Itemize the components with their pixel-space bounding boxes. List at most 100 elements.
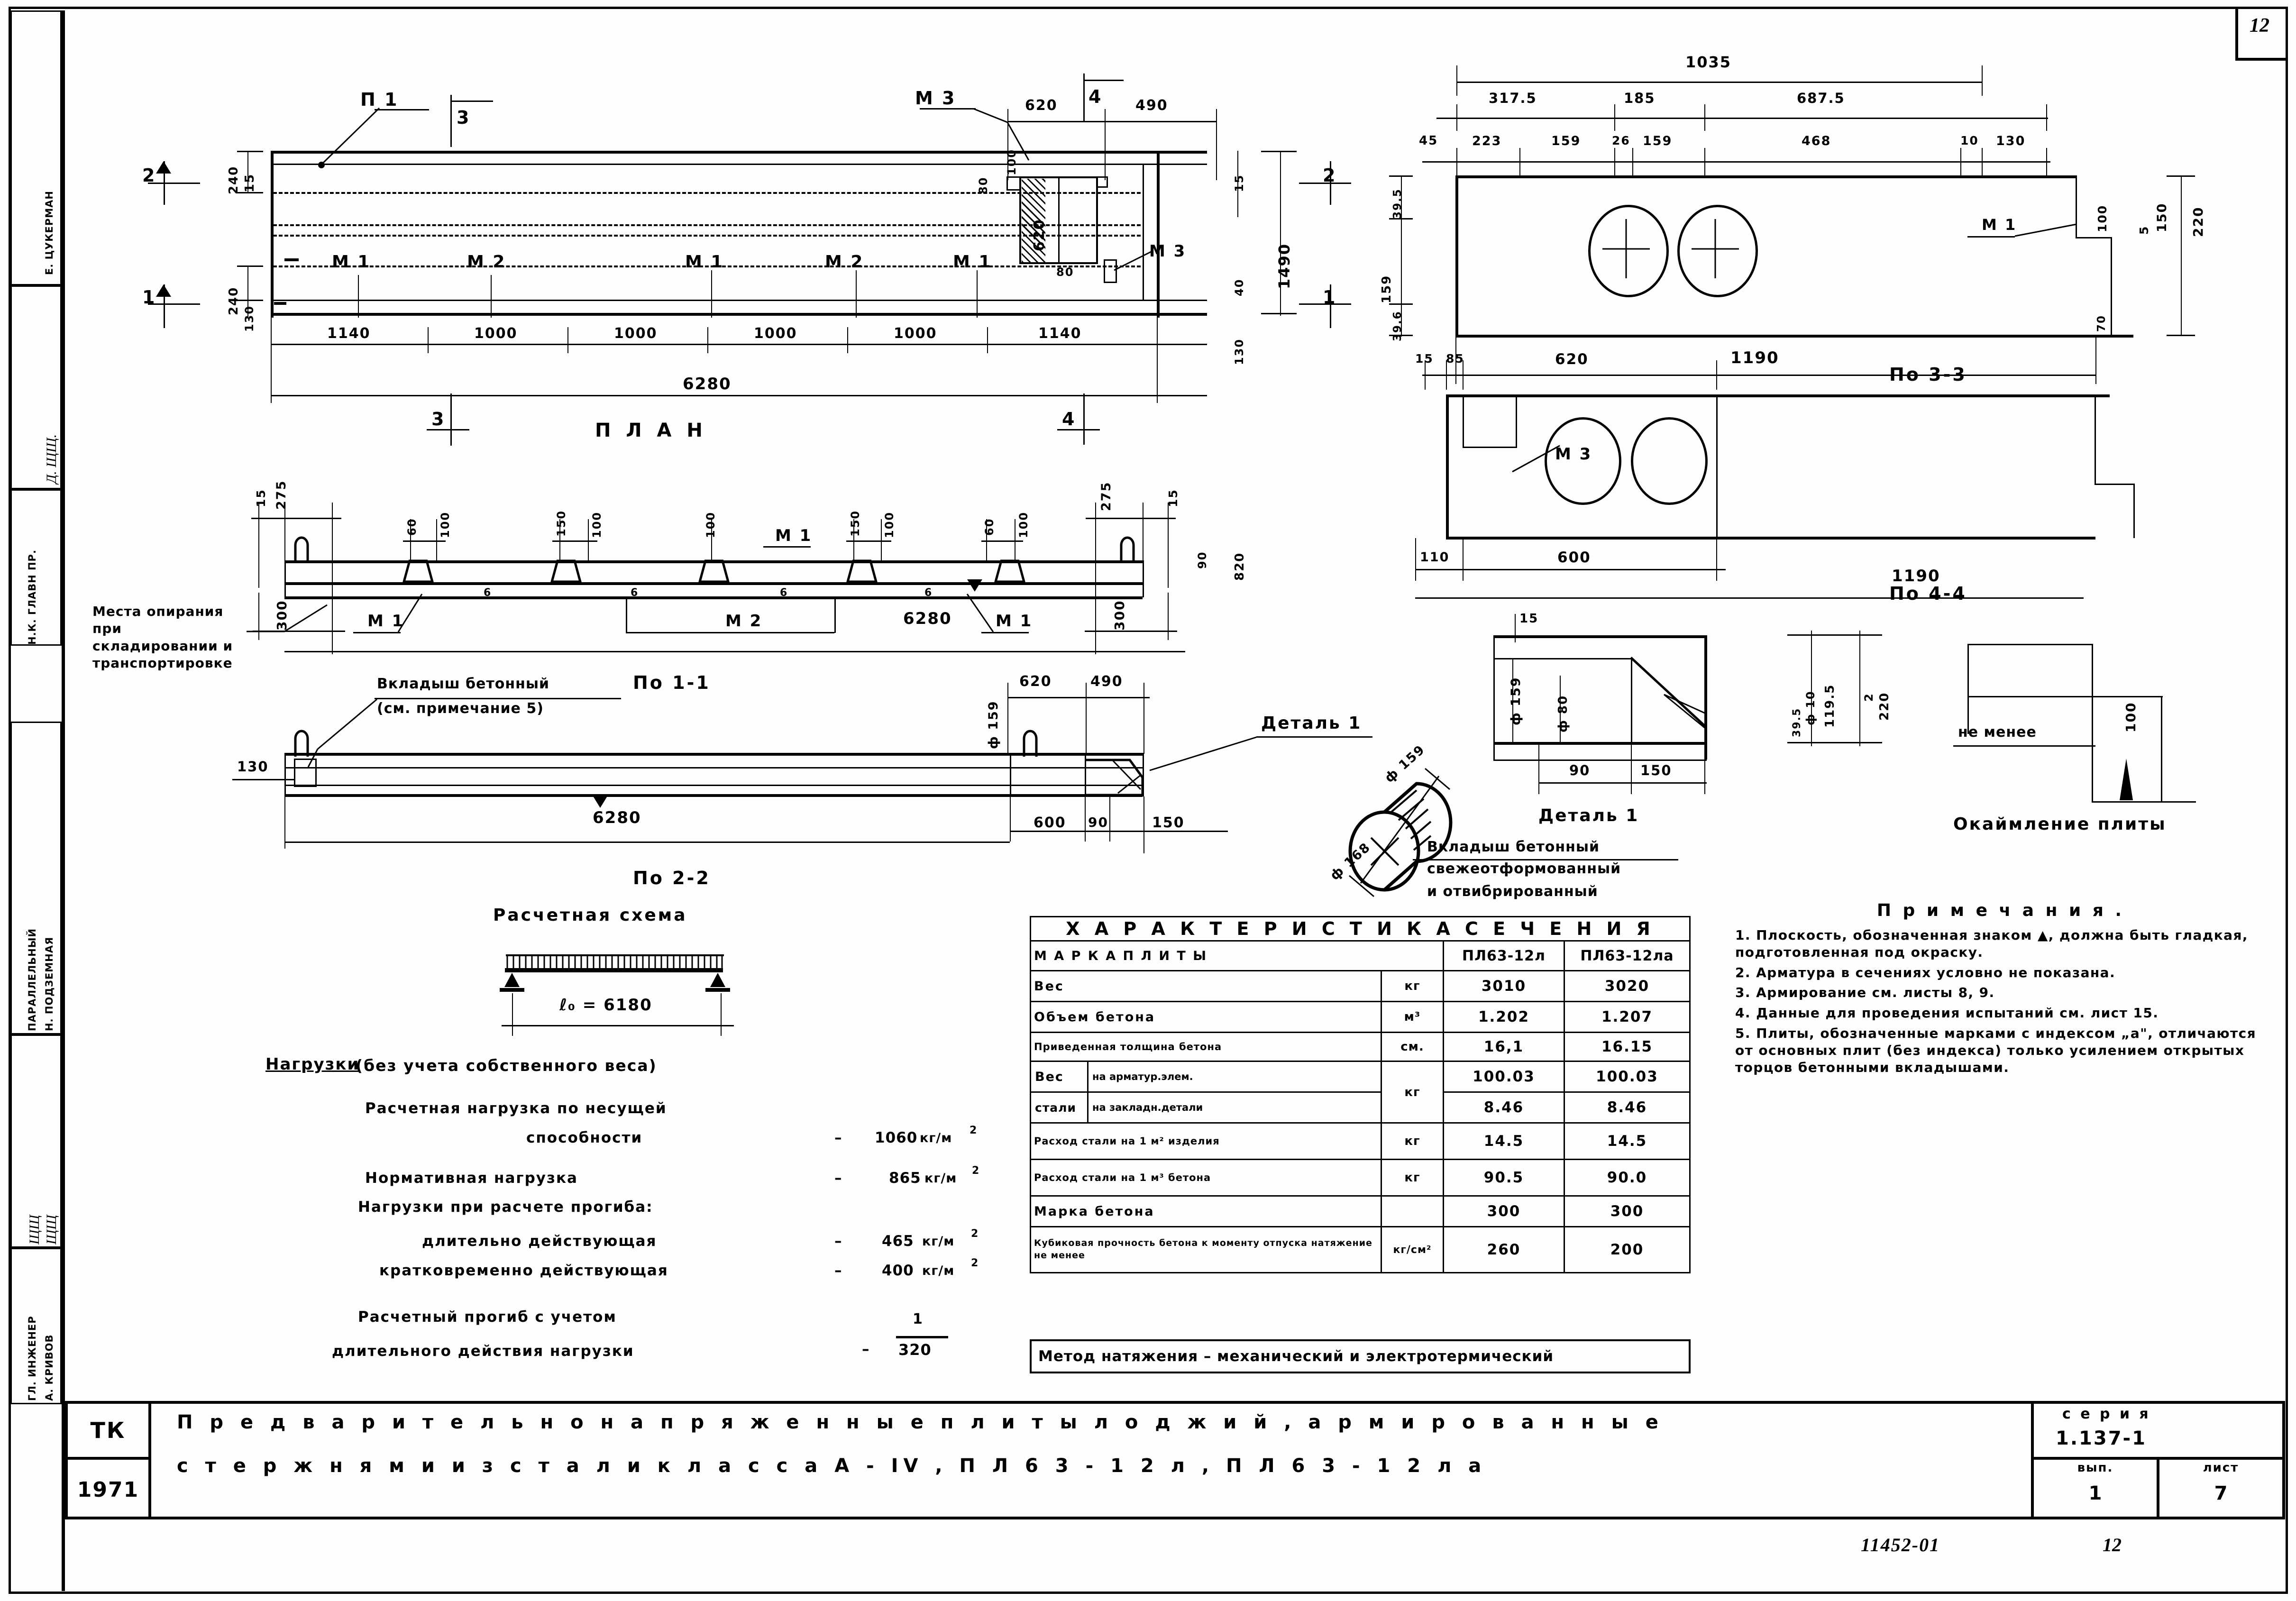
d1-dim-1195: 119.5 [1823,684,1837,728]
table-row7-v1: 300 [1443,1195,1565,1227]
s22-topdim-e1 [1007,683,1008,754]
s11-dim-90: 90 [1196,551,1209,569]
s11-dim-6d: 6 [924,587,933,599]
s33-m1-leader [2014,223,2077,237]
s44-botdim-e0 [1415,538,1416,581]
table-row: Вес на арматур.элем. кг 100.03 100.03 [1030,1061,1691,1124]
plan-leftdim-v2 [247,265,248,318]
d1-title: Деталь 1 [1538,806,1639,825]
edg-top [1967,644,2093,645]
plan-m3a-underline [920,108,976,110]
s33-dim-5: 5 [2137,225,2151,235]
plan-small-tick-a [284,258,299,261]
table-row5-v1: 14.5 [1443,1122,1565,1160]
s44-botdim-line [1415,569,1726,570]
s11-dim-6a: 6 [484,587,492,599]
s44-topdim-e1 [1446,360,1447,390]
margin-signature-2: ЩЩ [27,1215,42,1244]
loads-heading-paren: (без учета собственного веса) [356,1056,657,1075]
s11-dim-15r: 15 [1166,489,1180,507]
edg-bottom [2092,801,2196,803]
s33-dim-l3e4 [1632,148,1633,177]
plan-ext-0 [271,318,272,403]
s33-dim-3175: 317.5 [1489,90,1537,106]
s33-dim-l1e2 [1982,65,1983,96]
corner-sheet-number-box: 12 [2235,9,2287,61]
s22-dim-620: 620 [1019,673,1052,690]
s33-rightdim-v [2181,175,2182,335]
table-row2-label: Приведенная толщина бетона [1030,1032,1382,1062]
plan-mark-stem-2 [491,275,492,318]
plan-dim-490: 490 [1135,97,1168,114]
s22-detail-label: Деталь 1 [1261,714,1362,733]
s11-dim-275: 275 [274,480,289,510]
loads-deflection-dash: – [862,1341,870,1358]
title-block-list: лист 7 [2157,1460,2282,1519]
plan-ext-5 [987,327,988,353]
s33-dim-l3e3 [1614,148,1615,177]
corner-sheet-number: 12 [2250,15,2269,37]
s22-right-edge [1143,753,1144,796]
calc-span-e1 [512,993,513,1036]
s33-dim-l2e1 [1456,104,1457,131]
s33-dim-l3e7 [1982,148,1983,177]
calc-span-e2 [721,993,722,1036]
plan-topdim-ext1 [1105,109,1106,180]
d1-top [1493,635,1707,638]
s33-dim-159b: 159 [1643,134,1673,148]
plan-topdim-ext2 [1216,109,1217,180]
d1-mini-top [1787,634,1882,636]
plan-dim-15-r: 15 [1233,174,1246,192]
margin-cell-1 [10,10,62,285]
plan-dim-15-l: 15 [243,173,257,192]
insert-iso-shape [1348,768,1453,897]
plan-opening-corner3 [1104,259,1117,283]
loads-item3-unit: кг/м [922,1234,955,1249]
table-row6-label: Расход стали на 1 м³ бетона [1030,1159,1382,1197]
plan-void-line-2 [273,224,1141,226]
s44-left [1446,394,1449,537]
calc-span-label: ℓ₀ = 6180 [559,996,652,1015]
s44-void-2 [1631,417,1708,505]
plan-leftdim-t3 [237,265,263,267]
table-row2-v2: 16.15 [1564,1032,1691,1062]
margin-signature-1: Д. ЩЩ. [44,434,59,484]
s11-dim-60b: 60 [983,518,996,536]
sheet-outer-frame [9,7,2288,1594]
table-split-right-bot: на закладн.детали [1092,1102,1203,1113]
edg-note-underline [1953,745,2095,747]
s22-detail-chamfer [1085,759,1144,796]
d1-dim-15: 15 [1519,612,1539,626]
s44-botdim-line2 [1415,597,2084,599]
s11-rightdim-e3 [1168,503,1169,588]
plan-mark-m3-b: М 3 [1149,242,1187,261]
loads-item0-l2: способности [526,1129,643,1146]
calc-load-hatch [506,954,724,968]
s11-totaldim-line [284,651,1185,652]
s11-e-h3 [846,540,891,542]
s11-rightdim-e4 [1168,593,1169,640]
d1-mini-v1 [1811,631,1812,746]
s33-bottom [1455,335,2133,338]
s22-dim-600: 600 [1034,814,1066,831]
s22-insert-sub: (см. примечание 5) [377,700,544,717]
plan-rightdim-t2 [1261,313,1297,314]
s33-void-2 [1677,205,1758,297]
s33-dim-l2 [1436,118,2048,119]
calc-supports [500,973,730,992]
plan-topdim-line [1007,121,1216,122]
loads-item4-exp: 2 [971,1257,979,1269]
s22-detail-leader [1149,736,1257,771]
s44-inner-v [1716,394,1718,537]
s22-bot [284,794,1143,797]
plan-mark-m1-c: М 1 [953,252,992,272]
s11-dim-100c: 100 [704,511,717,538]
plan-opening-mid [1058,176,1060,264]
d1-mini-bot [1787,742,1882,743]
table-row3-v1: 100.03 [1443,1061,1565,1093]
s33-dim-l3e6 [1960,148,1961,177]
table-row0-label: Вес [1030,970,1382,1002]
plan-leftdim-v1 [247,151,248,193]
s33-botdim-e2 [2095,337,2096,384]
